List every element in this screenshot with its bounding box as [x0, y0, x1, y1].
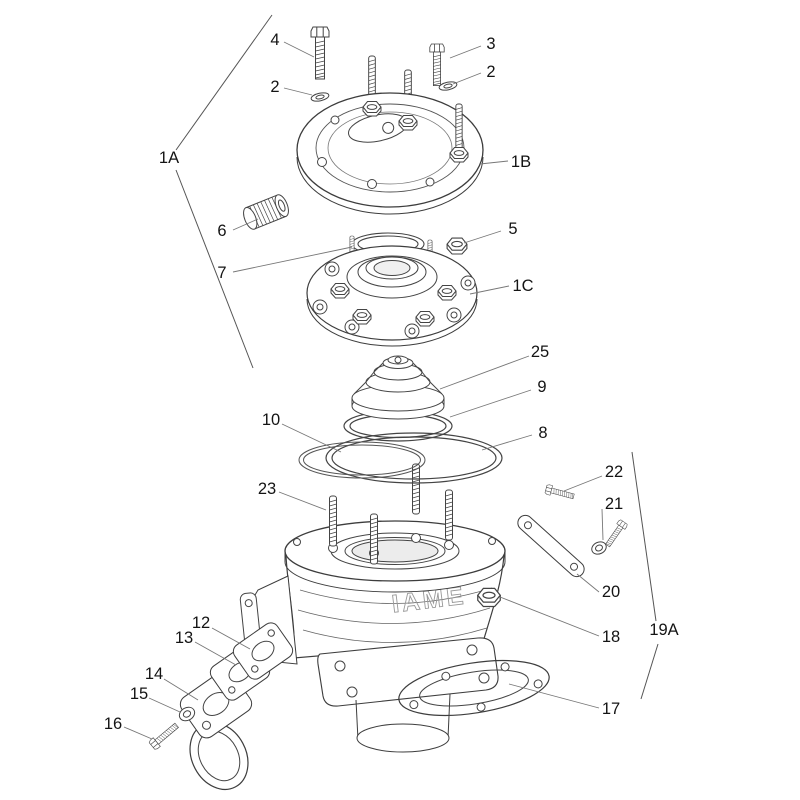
bracket-screw-21b — [603, 518, 629, 549]
part-label-2-right: 2 — [486, 63, 495, 81]
leader-lines — [123, 41, 604, 740]
bolt-3 — [429, 43, 445, 86]
part-label-20: 20 — [602, 583, 620, 601]
part-label-17: 17 — [602, 700, 620, 718]
nut-5 — [446, 237, 468, 255]
part-label-10: 10 — [262, 411, 280, 429]
group-bracket-19A — [631, 451, 659, 700]
head-cover-1B — [296, 55, 484, 215]
part-label-23: 23 — [258, 480, 276, 498]
part-label-16: 16 — [104, 715, 122, 733]
group-bracket-1A — [175, 14, 273, 369]
part-label-8: 8 — [538, 424, 547, 442]
part-label-4: 4 — [270, 31, 279, 49]
part-label-5: 5 — [508, 220, 517, 238]
sealing-ring-10 — [298, 441, 426, 479]
exhaust-manifold-14 — [179, 669, 253, 791]
part-label-3: 3 — [486, 35, 495, 53]
part-label-7: 7 — [217, 264, 226, 282]
part-label-18: 18 — [602, 628, 620, 646]
base-gasket-17 — [398, 659, 550, 717]
part-labels: 4 3 2 2 1A 1B 6 5 7 1C 25 9 8 10 23 22 2… — [104, 31, 679, 733]
grub-plug-6 — [243, 194, 289, 230]
part-label-12: 12 — [192, 614, 210, 632]
part-label-6: 6 — [217, 222, 226, 240]
exhaust-gasket-12 — [232, 622, 294, 680]
bracket-washer-21 — [591, 541, 607, 555]
insert-cap-25 — [351, 355, 445, 420]
part-label-25: 25 — [531, 343, 549, 361]
part-label-13: 13 — [175, 629, 193, 647]
part-label-14: 14 — [145, 665, 163, 683]
cylinder-block: IAME — [239, 520, 506, 753]
exhaust-bolt-16 — [148, 720, 181, 751]
cylinder-head-1C — [306, 235, 478, 347]
bolt-4 — [310, 26, 330, 80]
washer-2-left — [309, 90, 331, 104]
part-label-19A: 19A — [649, 621, 678, 639]
bracket-screw-22 — [544, 483, 576, 502]
washer-2-right — [437, 79, 459, 93]
part-label-1C: 1C — [512, 277, 533, 295]
exhaust-washer-15 — [178, 706, 196, 722]
part-label-2-left: 2 — [270, 78, 279, 96]
bracket-strap-20 — [517, 514, 585, 578]
part-label-22: 22 — [605, 463, 623, 481]
part-label-9: 9 — [537, 378, 546, 396]
part-label-1B: 1B — [511, 153, 531, 171]
part-label-1A: 1A — [159, 149, 179, 167]
flange-nut-18 — [477, 587, 501, 608]
part-label-15: 15 — [130, 685, 148, 703]
part-label-21: 21 — [605, 495, 623, 513]
